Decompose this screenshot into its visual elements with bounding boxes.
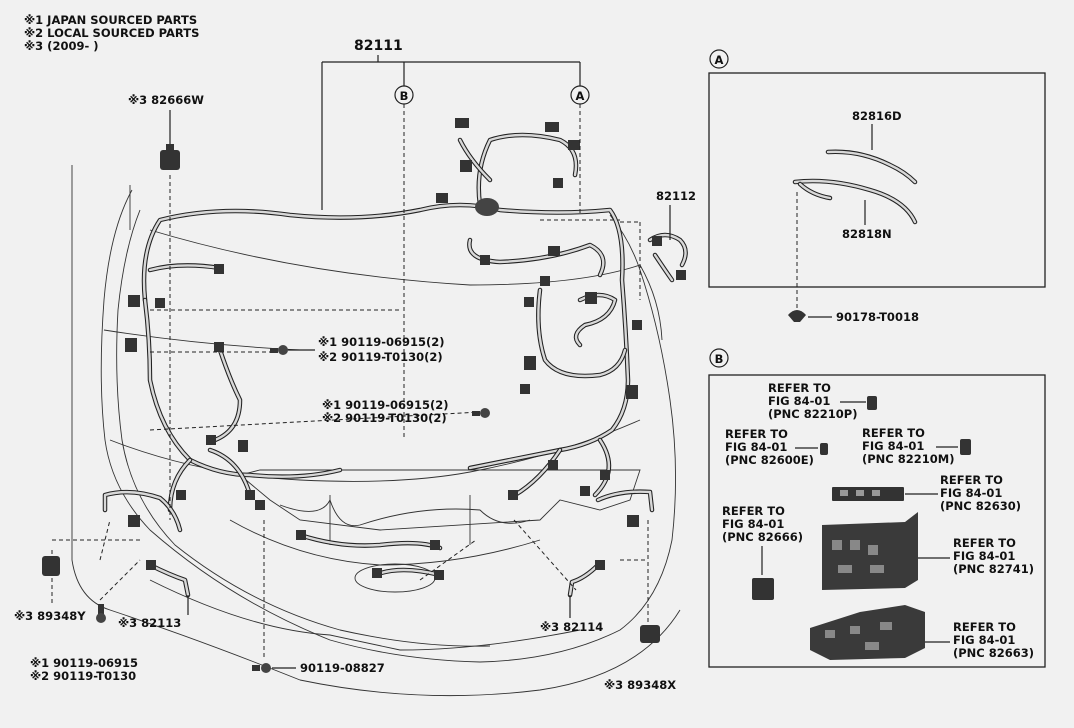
ref-82600e-line3: (PNC 82600E) bbox=[725, 453, 814, 467]
relay-box-icon bbox=[752, 578, 774, 600]
callout-b-main: B bbox=[394, 85, 414, 105]
clip-icon bbox=[160, 144, 180, 170]
junction-block-icon bbox=[822, 512, 918, 590]
ref-82630-line2: FIG 84-01 bbox=[940, 486, 1002, 500]
ref-82210m-line3: (PNC 82210M) bbox=[862, 452, 954, 466]
vehicle-body-outline bbox=[71, 165, 681, 697]
callout-a-main: A bbox=[570, 85, 590, 105]
ref-82600e-line1: REFER TO bbox=[725, 427, 788, 441]
ref-82210p-line1: REFER TO bbox=[768, 381, 831, 395]
label-90178: 90178-T0018 bbox=[836, 310, 919, 324]
label-82816d: 82816D bbox=[852, 109, 902, 123]
inset-a: A 82816D 82818N 90178-T0018 bbox=[708, 49, 1046, 324]
bolt-icon bbox=[270, 345, 288, 355]
ref-82741-line1: REFER TO bbox=[953, 536, 1016, 550]
svg-text:B: B bbox=[400, 89, 409, 103]
fasteners bbox=[42, 144, 660, 673]
ref-82666-line1: REFER TO bbox=[722, 504, 785, 518]
ref-82741-line3: (PNC 82741) bbox=[953, 562, 1034, 576]
label-82112: 82112 bbox=[656, 189, 696, 203]
label-bolt-left-2: ※2 90119-T0130 bbox=[30, 669, 136, 683]
svg-text:B: B bbox=[715, 352, 724, 366]
ref-82210p-line3: (PNC 82210P) bbox=[768, 407, 857, 421]
leader-lines bbox=[51, 55, 671, 660]
ref-82663-line3: (PNC 82663) bbox=[953, 646, 1034, 660]
harness-connectors bbox=[125, 118, 686, 580]
label-82113: ※3 82113 bbox=[118, 616, 181, 630]
ref-82663-line2: FIG 84-01 bbox=[953, 633, 1015, 647]
label-82818n: 82818N bbox=[842, 227, 892, 241]
bolt-icon bbox=[252, 663, 271, 673]
label-bolt-mid-1: ※1 90119-06915(2) bbox=[322, 398, 449, 412]
fuse-icon bbox=[820, 443, 828, 455]
svg-text:A: A bbox=[715, 53, 724, 67]
label-89348y: ※3 89348Y bbox=[14, 609, 86, 623]
note-local-sourced: ※2 LOCAL SOURCED PARTS bbox=[24, 26, 199, 40]
note-japan-sourced: ※1 JAPAN SOURCED PARTS bbox=[24, 13, 197, 27]
bumper-sensor-harnesses bbox=[102, 489, 655, 598]
relay-icon bbox=[960, 439, 971, 455]
clip-icon bbox=[788, 310, 806, 322]
junction-block-icon bbox=[810, 605, 925, 660]
ref-82741-line2: FIG 84-01 bbox=[953, 549, 1015, 563]
label-bolt-center-1: ※1 90119-06915(2) bbox=[318, 335, 445, 349]
bracket-icon bbox=[640, 625, 660, 643]
label-89348x: ※3 89348X bbox=[604, 678, 676, 692]
svg-text:A: A bbox=[576, 89, 585, 103]
bolt-icon bbox=[472, 408, 490, 418]
ref-82630-line3: (PNC 82630) bbox=[940, 499, 1021, 513]
ref-82663-line1: REFER TO bbox=[953, 620, 1016, 634]
label-bolt-center-2: ※2 90119-T0130(2) bbox=[318, 350, 443, 364]
label-bolt-left-1: ※1 90119-06915 bbox=[30, 656, 138, 670]
label-82114: ※3 82114 bbox=[540, 620, 603, 634]
label-bolt-bottom: 90119-08827 bbox=[300, 661, 385, 675]
ref-82210m-line1: REFER TO bbox=[862, 426, 925, 440]
ref-82210m-line2: FIG 84-01 bbox=[862, 439, 924, 453]
bolt-icon bbox=[96, 604, 106, 623]
ref-82210p-line2: FIG 84-01 bbox=[768, 394, 830, 408]
bracket-icon bbox=[42, 556, 60, 576]
fuse-block-icon bbox=[832, 487, 904, 501]
ref-82630-line1: REFER TO bbox=[940, 473, 1003, 487]
relay-icon bbox=[867, 396, 877, 410]
label-82666w: ※3 82666W bbox=[128, 93, 204, 107]
ref-82600e-line2: FIG 84-01 bbox=[725, 440, 787, 454]
label-bolt-mid-2: ※2 90119-T0130(2) bbox=[322, 411, 447, 425]
ref-82666-line3: (PNC 82666) bbox=[722, 530, 803, 544]
note-model-year: ※3 (2009- ) bbox=[24, 39, 98, 53]
ref-82666-line2: FIG 84-01 bbox=[722, 517, 784, 531]
inset-b: B REFER TO FIG 84-01 (PNC 82210P) REFER … bbox=[708, 348, 1046, 668]
label-82111: 82111 bbox=[354, 38, 403, 54]
